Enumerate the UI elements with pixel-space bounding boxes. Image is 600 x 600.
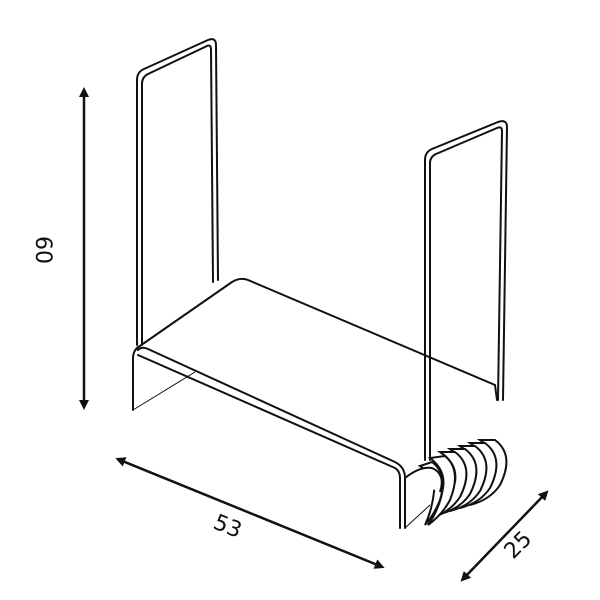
coil-spring — [404, 439, 508, 526]
width-dimension: 53 — [115, 457, 385, 569]
depth-arrow — [460, 490, 549, 582]
depth-dimension: 25 — [460, 490, 549, 582]
height-label: 60 — [30, 236, 55, 264]
depth-label: 25 — [500, 527, 537, 564]
left-wire-frame — [136, 38, 219, 346]
width-arrow — [115, 457, 385, 569]
platform — [132, 277, 498, 529]
height-dimension: 60 — [30, 87, 89, 410]
right-wire-frame — [424, 120, 508, 461]
width-label: 53 — [210, 510, 245, 544]
